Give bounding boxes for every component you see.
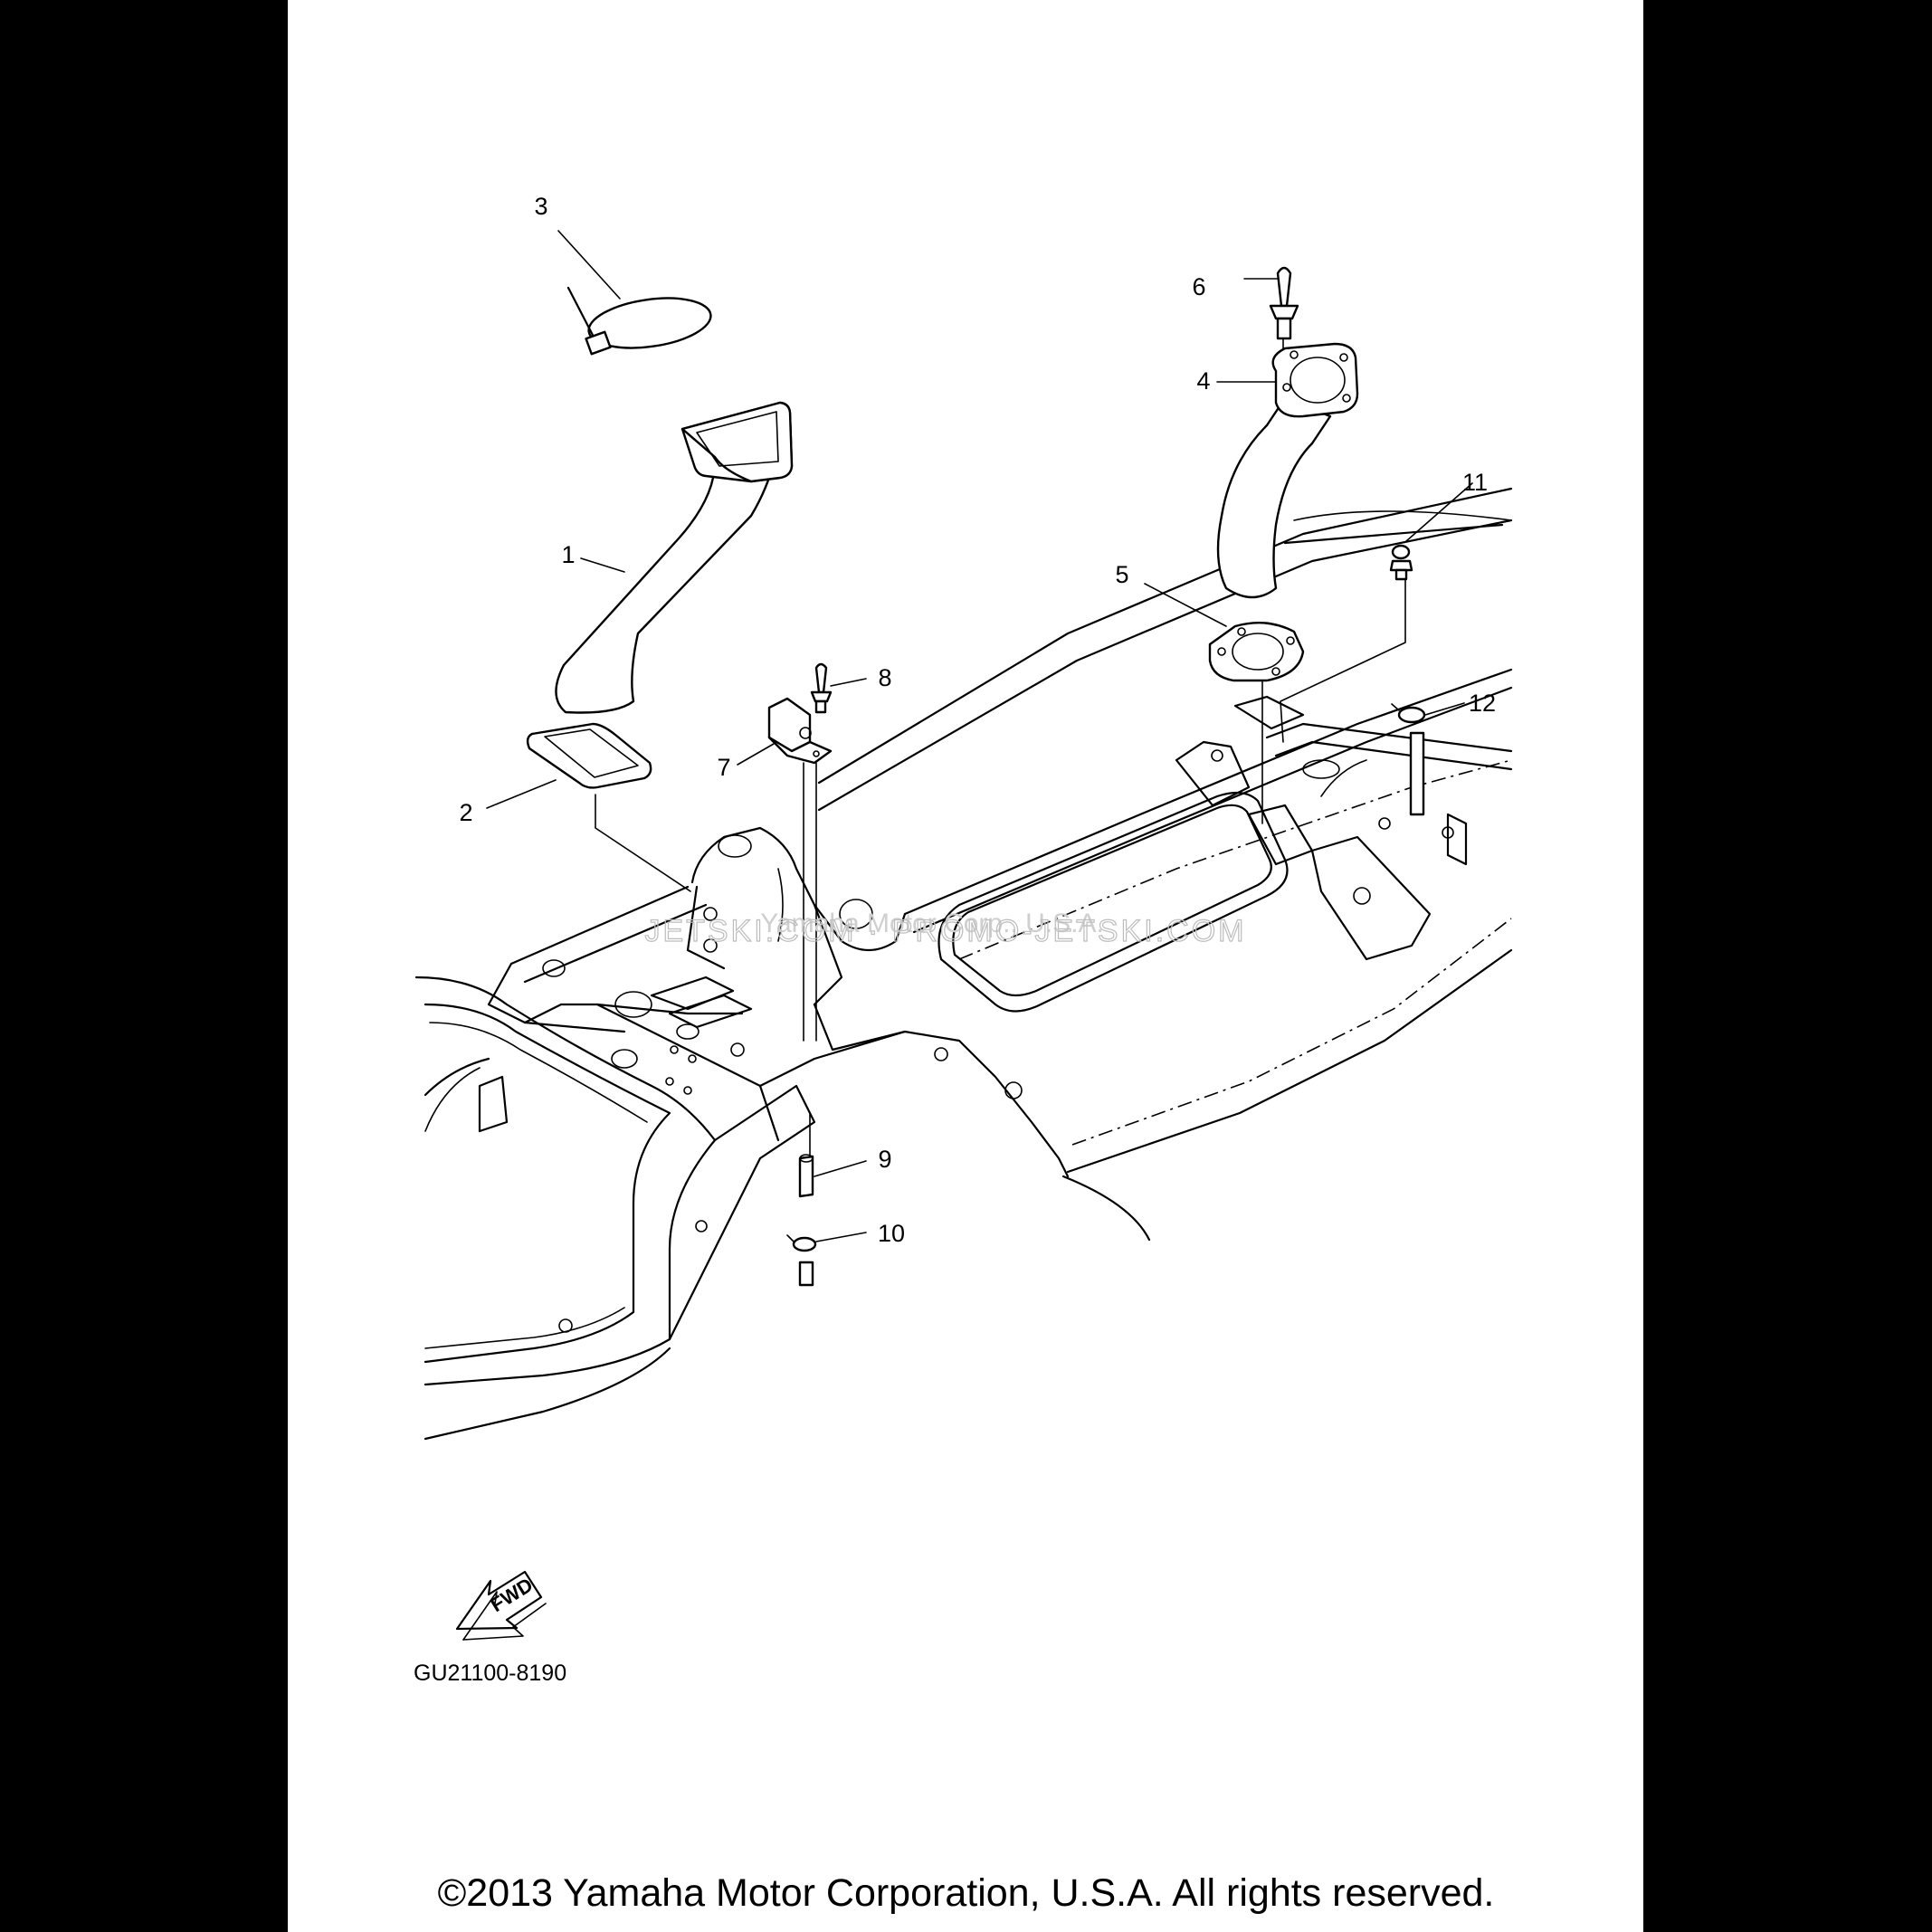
part-hose — [798, 1154, 814, 1198]
callout-labels: 1 2 3 4 5 6 7 8 9 10 11 12 — [459, 193, 1496, 1247]
exploded-parts-drawing: 1 2 3 4 5 6 7 8 9 10 11 12 Yamaha Motor … — [414, 193, 1513, 1686]
parts-diagram-sheet: 1 2 3 4 5 6 7 8 9 10 11 12 Yamaha Motor … — [288, 0, 1643, 1932]
callout-9: 9 — [878, 1146, 891, 1173]
callout-10: 10 — [878, 1220, 905, 1247]
part-rivet-8 — [810, 662, 833, 714]
callout-8: 8 — [878, 664, 891, 691]
callout-1: 1 — [561, 541, 575, 568]
part-bent-duct-flange — [1216, 342, 1359, 599]
callout-6: 6 — [1192, 273, 1205, 300]
part-gasket-rect — [526, 722, 652, 789]
callout-11: 11 — [1462, 469, 1488, 496]
part-rivet-6 — [1269, 266, 1299, 340]
part-cable-tie-band — [566, 286, 712, 356]
watermark: JETSKI.COM · PROMO-JETSKI.COM — [644, 914, 1246, 948]
fwd-arrow: FWD — [455, 1570, 547, 1641]
callout-5: 5 — [1115, 561, 1128, 588]
callout-leaders — [486, 230, 1473, 1242]
part-screw — [1389, 544, 1413, 581]
callout-4: 4 — [1196, 367, 1210, 395]
hull-outline — [414, 487, 1513, 1441]
part-clamp-12 — [1391, 703, 1426, 816]
part-clamp-10 — [786, 1234, 817, 1287]
part-holder — [767, 697, 833, 765]
watermark-secondary: Yamaha Motor Corp., U.S.A. — [760, 909, 1104, 938]
part-duct — [555, 401, 794, 714]
callout-7: 7 — [717, 754, 730, 781]
part-gasket-round — [1208, 622, 1305, 682]
copyright-notice: ©2013 Yamaha Motor Corporation, U.S.A. A… — [437, 1871, 1495, 1915]
callout-3: 3 — [534, 193, 547, 220]
diagram-code: GU21100-8190 — [414, 1661, 566, 1686]
callout-12: 12 — [1469, 690, 1496, 717]
callout-2: 2 — [459, 799, 472, 826]
